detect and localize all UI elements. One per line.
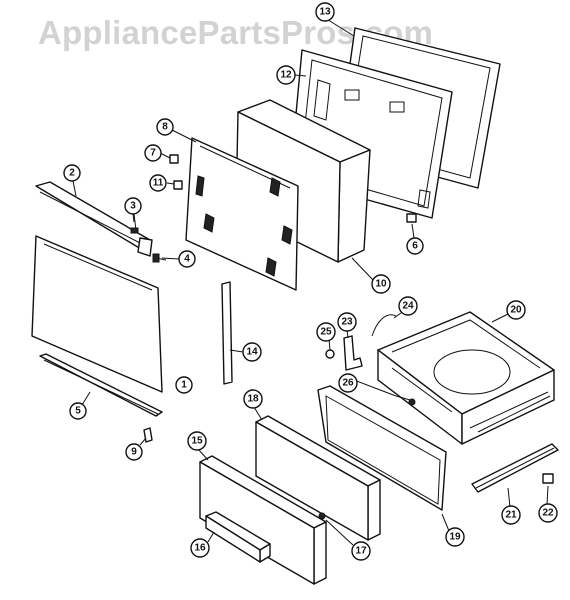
callout-12: 12 (276, 65, 296, 85)
callout-19: 19 (445, 527, 465, 547)
part-20-drawer-box (377, 311, 555, 445)
leader-lines (72, 17, 549, 546)
svg-text:16: 16 (194, 543, 206, 554)
callout-9: 9 (125, 443, 143, 461)
part-15-lower-drawer-panel (199, 455, 327, 585)
callout-2: 2 (63, 164, 81, 182)
part-11-screw (173, 180, 183, 190)
svg-text:19: 19 (449, 532, 461, 543)
callout-7: 7 (144, 144, 162, 162)
part-1-door-glass (31, 235, 163, 393)
part-2-door-handle (35, 181, 153, 257)
callout-18: 18 (243, 389, 263, 409)
part-4-screw (152, 253, 167, 263)
part-8-door-liner (185, 137, 299, 291)
callout-3: 3 (124, 197, 142, 215)
svg-text:15: 15 (191, 436, 203, 447)
svg-text:7: 7 (150, 148, 156, 159)
part-26-bolt (395, 395, 416, 406)
callout-20: 20 (506, 300, 526, 320)
part-16-strip (205, 511, 271, 563)
callout-13: 13 (315, 2, 335, 22)
svg-text:4: 4 (184, 254, 190, 265)
part-7-screw (169, 154, 179, 164)
part-19-drawer-front (317, 385, 447, 511)
svg-text:10: 10 (375, 279, 387, 290)
svg-text:3: 3 (130, 201, 136, 212)
callout-23: 23 (337, 312, 357, 332)
callout-6: 6 (406, 237, 424, 255)
callout-4: 4 (178, 250, 196, 268)
callout-14: 14 (242, 342, 262, 362)
svg-text:1: 1 (181, 380, 187, 391)
callout-25: 25 (316, 322, 336, 342)
part-6-clip (406, 213, 417, 223)
callout-17: 17 (351, 541, 371, 561)
part-24-wire (371, 314, 397, 337)
callout-10: 10 (371, 274, 391, 294)
callout-8: 8 (156, 118, 174, 136)
svg-text:2: 2 (69, 168, 75, 179)
part-21-drawer-rail (471, 443, 559, 493)
svg-text:26: 26 (342, 378, 354, 389)
svg-text:18: 18 (247, 394, 259, 405)
callout-22: 22 (538, 503, 558, 523)
part-3-screw (130, 213, 139, 234)
part-18-drawer-panel (255, 415, 381, 541)
part-14-side-trim (221, 281, 233, 385)
svg-text:23: 23 (341, 317, 353, 328)
callout-11: 11 (149, 174, 167, 192)
callout-24: 24 (398, 296, 418, 316)
part-22-block (542, 473, 554, 484)
callout-26: 26 (338, 373, 358, 393)
svg-text:24: 24 (402, 301, 414, 312)
svg-text:11: 11 (153, 178, 164, 189)
svg-text:6: 6 (412, 241, 418, 252)
callout-16: 16 (190, 538, 210, 558)
svg-text:14: 14 (246, 347, 258, 358)
svg-text:13: 13 (319, 7, 331, 18)
svg-text:8: 8 (162, 122, 168, 133)
svg-text:17: 17 (355, 546, 367, 557)
callouts: 1 2 3 4 5 6 7 8 9 10 11 12 13 14 15 16 1… (63, 2, 558, 561)
svg-text:12: 12 (280, 70, 292, 81)
part-9-clip (143, 427, 153, 443)
callout-1: 1 (175, 376, 193, 394)
svg-text:25: 25 (320, 327, 332, 338)
svg-text:22: 22 (542, 508, 554, 519)
callout-15: 15 (187, 431, 207, 451)
part-25-nut (325, 349, 335, 359)
part-17-screw (318, 512, 326, 520)
part-5-bottom-trim (39, 353, 163, 417)
svg-text:9: 9 (131, 447, 137, 458)
callout-5: 5 (69, 402, 87, 420)
svg-text:5: 5 (75, 406, 81, 417)
part-23-bracket (343, 335, 363, 371)
svg-text:21: 21 (505, 510, 517, 521)
callout-21: 21 (501, 505, 521, 525)
svg-text:20: 20 (510, 305, 522, 316)
